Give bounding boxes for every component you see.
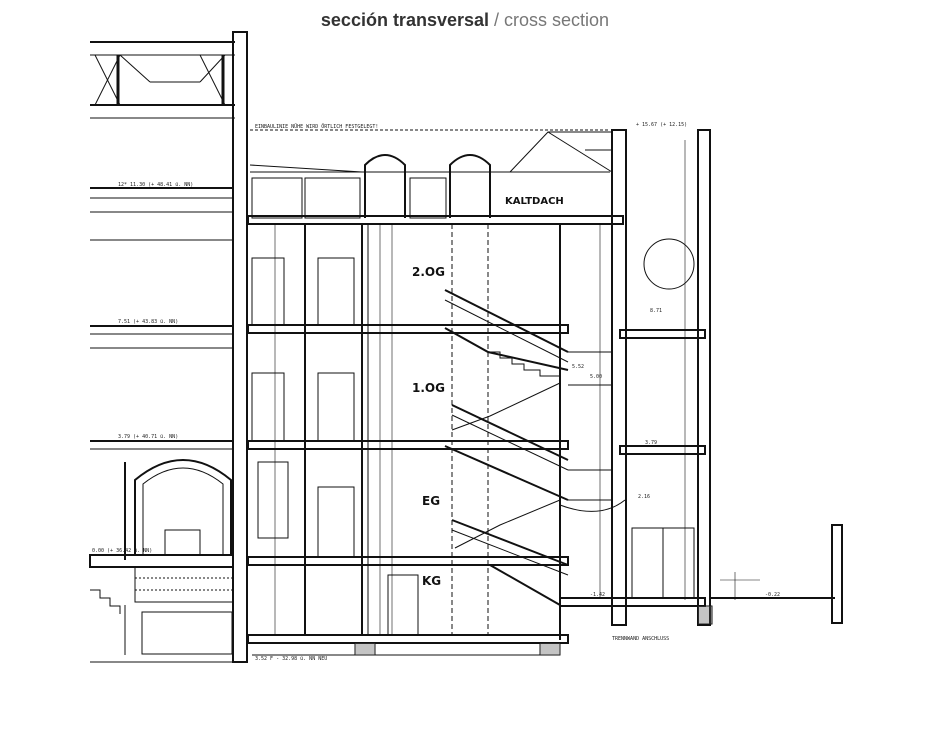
annotation-level-3: 12* 11.30 (+ 48.41 ü. NN): [118, 182, 193, 188]
annotation-right-3: 8.71: [650, 308, 662, 314]
floor-label-1og: 1.OG: [412, 381, 445, 395]
left-building: [89, 31, 248, 663]
annotation-top-note: EINBAULINIE NÜHE WIRD ÖRTLICH FESTGELEGT…: [255, 123, 378, 130]
annotation-stair-1: 5.00: [590, 374, 602, 380]
annotation-ground-right: -0.22: [765, 592, 780, 598]
floor-label-kg: KG: [422, 574, 441, 588]
annotation-level-bottom: 3.52 F - 32.98 ü. NN NEU: [255, 656, 327, 662]
annotation-trennwand: TRENNWAND ANSCHLUSS: [612, 636, 669, 642]
annotation-stair-2: 5.52: [572, 364, 584, 370]
annotation-level-2: 7.51 (+ 43.83 ü. NN): [118, 319, 178, 325]
annotation-top-right: + 15.67 (+ 12.15): [636, 122, 687, 128]
annotation-basement: -1.42: [590, 592, 605, 598]
annotation-right-1: 2.16: [638, 494, 650, 500]
title-spanish: sección transversal: [320, 10, 490, 30]
drawing-title: sección transversal / cross section: [0, 10, 930, 31]
floor-label-eg: EG: [422, 494, 440, 508]
annotation-right-2: 3.79: [645, 440, 657, 446]
roof-label: KALTDACH: [505, 196, 564, 207]
title-english: cross section: [504, 10, 610, 30]
main-building: [247, 129, 713, 656]
floor-label-2og: 2.OG: [412, 265, 445, 279]
right-ground: [710, 524, 843, 624]
annotation-level-1: 3.79 (+ 40.71 ü. NN): [118, 434, 178, 440]
title-separator: /: [489, 10, 505, 30]
annotation-level-0: 0.00 (+ 36.42 ü. NN): [92, 548, 152, 554]
